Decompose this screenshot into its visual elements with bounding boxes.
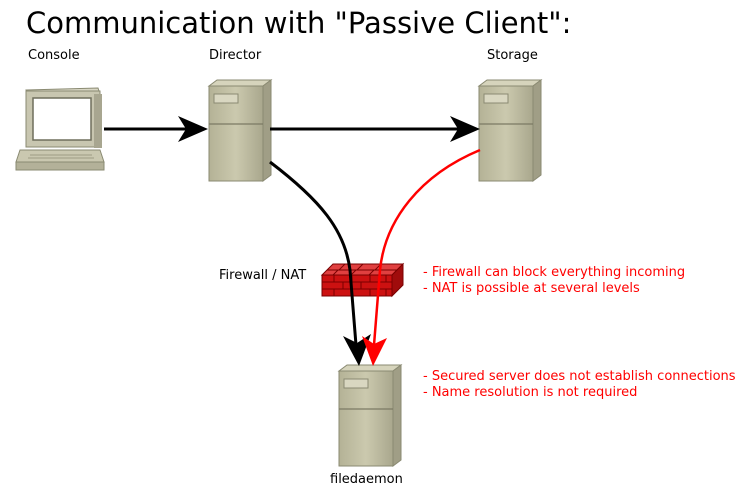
director-label: Director xyxy=(209,48,262,63)
filedaemon-label: filedaemon xyxy=(330,472,403,487)
filedaemon-note-line: - Name resolution is not required xyxy=(423,385,638,400)
firewall-note-line: - Firewall can block everything incoming xyxy=(423,265,686,280)
console-icon xyxy=(15,87,105,171)
storage-to-filedaemon-arrow xyxy=(362,148,481,366)
director-server-icon xyxy=(207,79,273,182)
storage-server-icon xyxy=(477,79,543,182)
filedaemon-notes: - Secured server does not establish conn… xyxy=(423,369,736,401)
filedaemon-note-line: - Secured server does not establish conn… xyxy=(423,369,736,384)
storage-label: Storage xyxy=(487,48,538,63)
console-label: Console xyxy=(28,48,80,63)
firewall-notes: - Firewall can block everything incoming… xyxy=(423,265,685,297)
console-to-director-arrow xyxy=(104,116,208,142)
firewall-label: Firewall / NAT xyxy=(219,268,307,283)
director-to-storage-arrow xyxy=(270,116,480,142)
page-title: Communication with "Passive Client": xyxy=(26,6,572,40)
firewall-note-line: - NAT is possible at several levels xyxy=(423,281,640,296)
firewall-icon xyxy=(320,262,405,298)
filedaemon-server-icon xyxy=(337,364,403,467)
director-to-filedaemon-arrow xyxy=(269,160,371,366)
